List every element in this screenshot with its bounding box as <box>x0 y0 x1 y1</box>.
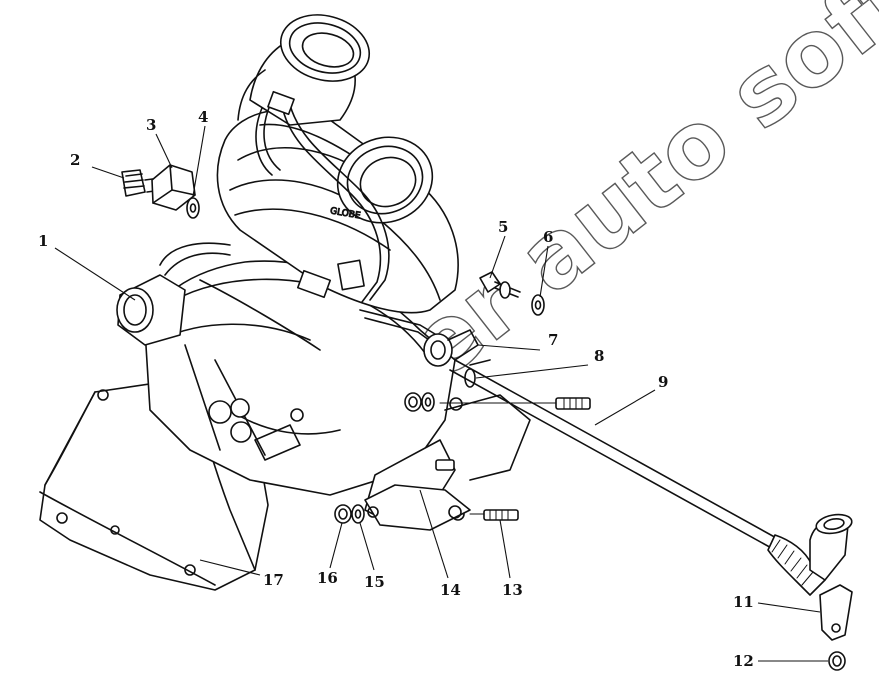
callout-15: 15 <box>364 573 385 591</box>
callout-2: 2 <box>70 151 80 169</box>
stud-part-13 <box>483 509 519 521</box>
callout-3: 3 <box>146 116 156 134</box>
leader-lines <box>54 125 828 662</box>
nut-part-16 <box>334 504 352 524</box>
compressor-inlet-tube <box>237 14 371 126</box>
callout-labels: 1 2 3 4 5 6 7 8 9 11 12 13 14 15 16 17 <box>38 108 754 670</box>
fitting-part-7 <box>423 329 479 367</box>
upper-nuts <box>404 392 435 412</box>
stud-upper <box>435 397 591 471</box>
washer-part-15 <box>351 504 365 524</box>
callout-16: 16 <box>317 569 338 587</box>
callout-4: 4 <box>198 108 208 126</box>
gasket-part-14 <box>364 484 485 531</box>
callout-7: 7 <box>548 331 558 349</box>
callout-5: 5 <box>498 218 508 236</box>
compressor-housing: GLOBE <box>216 108 459 314</box>
washer-part-4 <box>186 197 200 219</box>
callout-12: 12 <box>733 652 754 670</box>
callout-14: 14 <box>440 581 461 599</box>
callout-13: 13 <box>502 581 523 599</box>
bolt-part-5 <box>479 271 521 298</box>
drain-pipe-part-9 <box>449 359 853 596</box>
oil-fitting-part-1 <box>116 242 231 346</box>
nut-part-12 <box>828 651 846 671</box>
callout-1: 1 <box>38 232 48 250</box>
callout-11: 11 <box>733 593 754 611</box>
washer-part-6 <box>499 281 545 316</box>
bracket-part-11 <box>819 584 853 641</box>
callout-6: 6 <box>543 228 553 246</box>
callout-9: 9 <box>658 373 668 391</box>
o-ring-part-8 <box>464 368 476 388</box>
callout-17: 17 <box>263 571 284 589</box>
callout-8: 8 <box>594 347 604 365</box>
